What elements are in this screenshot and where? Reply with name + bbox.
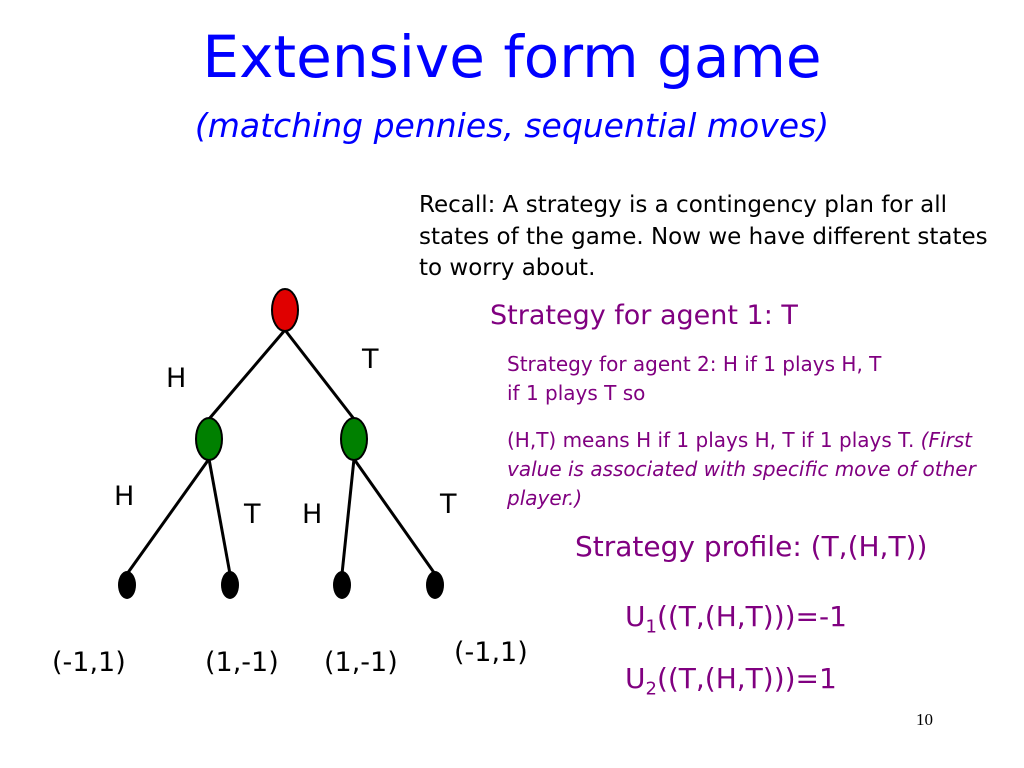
payoff-4: (-1,1): [454, 637, 528, 668]
label-left-sub-left: H: [114, 481, 134, 512]
strategy-agent2-line2: if 1 plays T so: [507, 381, 646, 405]
player2-node-left: [195, 417, 223, 461]
edge-left-leaf1: [125, 458, 211, 575]
ht-meaning: (H,T) means H if 1 plays H, T if 1 plays…: [507, 428, 921, 452]
slide-subtitle: (matching pennies, sequential moves): [194, 106, 830, 145]
utility2-rest: ((T,(H,T)))=1: [656, 662, 837, 695]
root-node: [271, 288, 299, 332]
leaf-node-3: [333, 571, 351, 599]
slide-title: Extensive form game: [202, 23, 822, 91]
utility2-prefix: U: [625, 662, 646, 695]
utility2-sub: 2: [645, 678, 657, 700]
strategy-agent2: Strategy for agent 2: H if 1 plays H, T …: [507, 350, 997, 408]
payoff-1: (-1,1): [52, 647, 126, 678]
utility-agent1: U1((T,(H,T)))=-1: [625, 600, 847, 638]
ht-note: (First value is associated with specific…: [507, 428, 976, 510]
utility1-rest: ((T,(H,T)))=-1: [656, 600, 847, 633]
leaf-node-4: [426, 571, 444, 599]
player2-node-right: [340, 417, 368, 461]
ht-description: (H,T) means H if 1 plays H, T if 1 plays…: [507, 426, 997, 513]
leaf-node-1: [118, 571, 136, 599]
strategy-agent2-line1: Strategy for agent 2: H if 1 plays H, T: [507, 352, 882, 376]
edge-root-left: [207, 329, 287, 420]
payoff-3: (1,-1): [324, 647, 398, 678]
edge-right-leaf3: [340, 458, 356, 575]
edge-right-leaf4: [352, 458, 437, 575]
strategy-profile: Strategy profile: (T,(H,T)): [575, 530, 928, 563]
label-root-right: T: [361, 344, 379, 375]
label-right-sub-right: T: [439, 489, 457, 520]
label-left-sub-right: T: [243, 499, 261, 530]
page-number: 10: [916, 710, 933, 729]
utility-agent2: U2((T,(H,T)))=1: [625, 662, 837, 700]
label-root-left: H: [166, 363, 186, 394]
strategy-agent1: Strategy for agent 1: T: [490, 300, 798, 331]
recall-text: Recall: A strategy is a contingency plan…: [419, 192, 988, 282]
label-right-sub-left: H: [302, 499, 322, 530]
leaf-node-2: [221, 571, 239, 599]
utility1-prefix: U: [625, 600, 646, 633]
payoff-2: (1,-1): [205, 647, 279, 678]
edge-root-right: [283, 329, 356, 420]
utility1-sub: 1: [645, 616, 657, 638]
edge-left-leaf2: [207, 458, 232, 575]
